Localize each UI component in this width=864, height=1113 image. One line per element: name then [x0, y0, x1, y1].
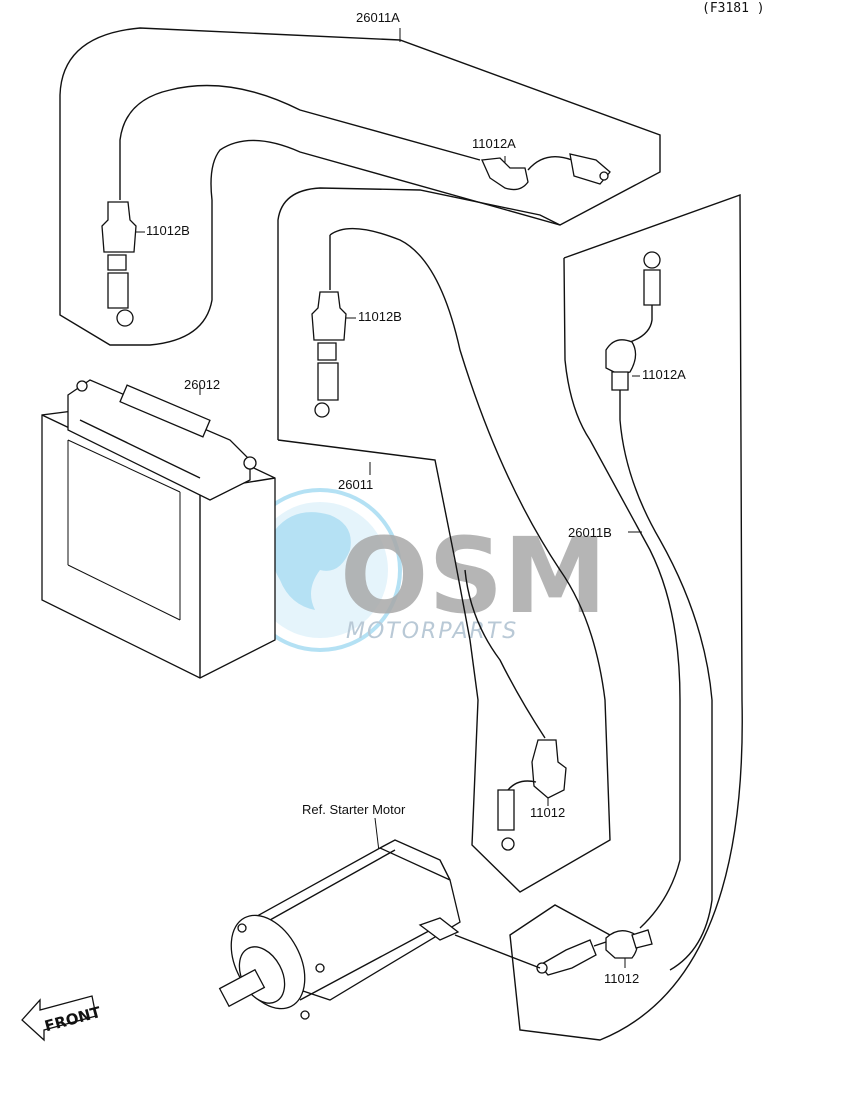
part-26011b-label: 26011B — [568, 525, 612, 540]
cap-11012b-left: 11012B — [101, 201, 190, 327]
part-11012b-left-label: 11012B — [146, 223, 190, 238]
watermark-tagline: MOTORPARTS — [346, 619, 518, 644]
cap-11012a-top: 11012A — [472, 136, 611, 191]
part-26011-label: 26011 — [338, 477, 373, 492]
front-arrow-icon — [21, 995, 97, 1042]
cap-11012b-center: 11012B — [311, 235, 402, 418]
cap-11012-center-bottom: 11012 — [464, 569, 567, 851]
part-11012-center-label: 11012 — [530, 805, 565, 820]
cap-11012-right-bottom: 11012 — [536, 929, 653, 986]
part-26011a-label: 26011A — [356, 10, 400, 25]
cap-11012a-right: 11012A — [605, 251, 686, 391]
front-direction-indicator: FRONT — [21, 995, 103, 1042]
part-11012a-top-label: 11012A — [472, 136, 516, 151]
cable-26011-outline: 26011 — [277, 187, 611, 893]
starter-motor-reference: Ref. Starter Motor — [218, 802, 541, 1020]
cable-26011a-outline: 26011A — [59, 10, 661, 346]
cable-26011b-outline: 26011B — [509, 194, 743, 1041]
ref-starter-motor-label: Ref. Starter Motor — [302, 802, 406, 817]
part-11012a-right-label: 11012A — [642, 367, 686, 382]
part-11012-right-label: 11012 — [604, 971, 639, 986]
diagram-code: (F3181 ) — [702, 1, 765, 16]
osm-watermark: OSM MOTORPARTS — [238, 488, 607, 652]
watermark-brand: OSM — [340, 515, 607, 637]
part-26012-label: 26012 — [184, 377, 220, 392]
part-11012b-center-label: 11012B — [358, 309, 402, 324]
battery-26012: 26012 — [41, 377, 276, 679]
